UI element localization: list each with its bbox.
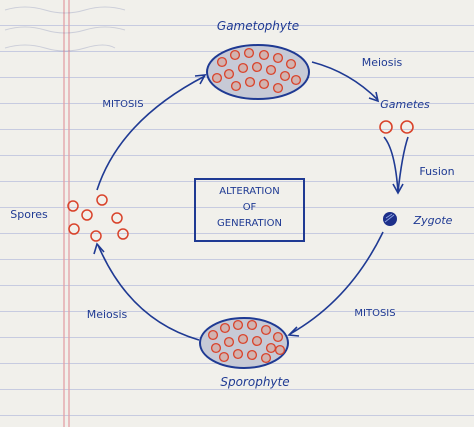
- cell: [207, 329, 219, 341]
- cell: [243, 47, 255, 59]
- label-gametes: Gametes: [380, 98, 430, 111]
- label-spores: Spores: [10, 208, 48, 221]
- cell: [216, 56, 228, 68]
- cell: [290, 74, 302, 86]
- gametophyte-cells: [211, 47, 302, 94]
- arrow-head: [93, 242, 105, 255]
- arrow-head: [194, 74, 207, 85]
- label-zygote: Zygote: [413, 214, 453, 227]
- arrow-head: [392, 183, 404, 195]
- zygote-hatching: [384, 213, 395, 223]
- title-line-1: ALTERATION: [219, 186, 279, 197]
- cell: [285, 58, 297, 70]
- cell: [237, 62, 249, 74]
- cell: [279, 70, 291, 82]
- label-gametophyte: Gametophyte: [217, 19, 299, 33]
- cell: [232, 348, 244, 360]
- label-meiosis-top: Meiosis: [362, 56, 403, 69]
- cell: [211, 72, 223, 84]
- cell: [219, 322, 231, 334]
- arrow-meiosis-bottom: [97, 244, 200, 341]
- cell: [272, 52, 284, 64]
- cell: [232, 319, 244, 331]
- cell: [272, 331, 284, 343]
- cell: [258, 49, 270, 61]
- spore-cells: [67, 194, 129, 242]
- cell: [260, 324, 272, 336]
- gamete-cell: [400, 120, 414, 134]
- arrow-head: [368, 91, 380, 103]
- cell: [218, 351, 230, 363]
- arrow-mitosis-left: [96, 75, 206, 191]
- title-line-2: OF: [243, 202, 257, 213]
- arrow-fusion-right: [397, 136, 409, 193]
- cell: [237, 333, 249, 345]
- gametophyte-oval: [206, 44, 310, 100]
- cell: [230, 80, 242, 92]
- cell: [260, 352, 272, 364]
- label-sporophyte: Sporophyte: [220, 375, 289, 389]
- label-mitosis-left: MITOSIS: [102, 99, 143, 110]
- cell: [265, 64, 277, 76]
- cell: [265, 342, 277, 354]
- label-meiosis-bottom: Meiosis: [87, 308, 128, 321]
- cell: [246, 349, 258, 361]
- arrow-mitosis-bottom: [289, 231, 384, 335]
- arrow-fusion-left: [383, 136, 399, 193]
- cell: [246, 319, 258, 331]
- label-mitosis-bottom: MITOSIS: [354, 308, 395, 319]
- cell: [210, 342, 222, 354]
- show-through-text: [4, 6, 126, 52]
- cell: [272, 82, 284, 94]
- label-fusion: Fusion: [419, 165, 454, 178]
- gamete-cell: [379, 120, 393, 134]
- zygote-cell: [383, 212, 397, 226]
- cell: [258, 78, 270, 90]
- cell: [251, 335, 263, 347]
- cell: [251, 61, 263, 73]
- cell: [244, 76, 256, 88]
- sporophyte-cells: [207, 319, 286, 364]
- title-line-3: GENERATION: [217, 218, 282, 229]
- arrow-meiosis-top: [311, 61, 379, 101]
- cell: [274, 344, 286, 356]
- cell: [229, 49, 241, 61]
- cycle-arrows: [93, 61, 409, 341]
- cell: [223, 68, 235, 80]
- arrow-head: [287, 326, 300, 337]
- title-box: [194, 178, 305, 242]
- cell: [223, 336, 235, 348]
